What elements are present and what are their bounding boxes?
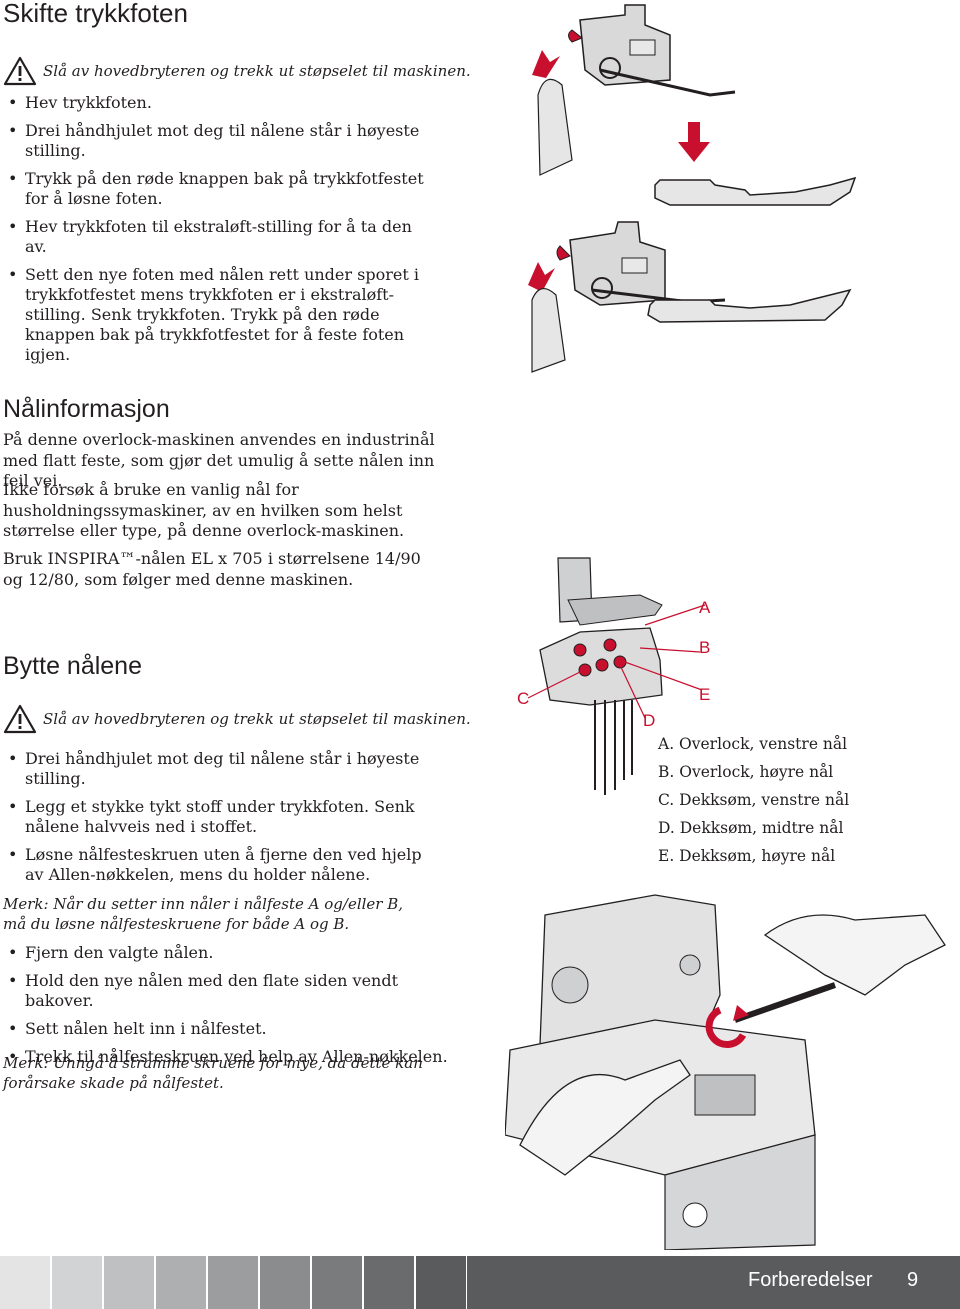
change-needle-steps-2: Fjern den valgte nålen. Hold den nye nål… [3, 943, 463, 1067]
needle-holder-illustration [527, 557, 706, 795]
label-d: D [643, 711, 656, 730]
finger-icon [531, 288, 566, 373]
presser-foot-illustration [528, 4, 857, 373]
legend-item: A. Overlock, venstre nål [658, 735, 848, 753]
footer-block [416, 1256, 466, 1309]
machine-illustration [505, 894, 946, 1250]
list-item: Hold den nye nålen med den flate siden v… [3, 971, 463, 1011]
footer-page-number: 9 [907, 1269, 919, 1291]
paragraph: Bruk INSPIRA™-nålen EL x 705 i størrelse… [3, 549, 421, 589]
foot-mount-top [568, 4, 736, 97]
list-item: Trekk til nålfesteskruen ved help av All… [3, 1047, 463, 1067]
finger-icon [537, 78, 573, 176]
section-title-change-presser-foot: Skifte trykkfoten [3, 0, 188, 28]
arrow-up-icon [532, 50, 560, 78]
note: Merk: Når du setter inn nåler i nålfeste… [3, 895, 404, 933]
list-item: Trykk på den røde knappen bak på trykkfo… [3, 169, 433, 209]
arrow-up-icon [528, 262, 555, 292]
presser-foot-loose [654, 176, 857, 206]
list-item: Drei håndhjulet mot deg til nålene står … [3, 121, 433, 161]
warning-text: Slå av hovedbryteren og trekk ut støpsel… [43, 62, 471, 80]
footer-bar: Forberedelser 9 [467, 1256, 960, 1309]
change-needle-steps: Drei håndhjulet mot deg til nålene står … [3, 749, 433, 885]
presser-foot-steps: Hev trykkfoten. Drei håndhjulet mot deg … [3, 93, 433, 365]
list-item: Drei håndhjulet mot deg til nålene står … [3, 749, 433, 789]
label-c: C [517, 689, 530, 708]
warning-line: Slå av hovedbryteren og trekk ut støpsel… [3, 56, 471, 86]
footer-block [312, 1256, 362, 1309]
list-item: Løsne nålfesteskruen uten å fjerne den v… [3, 845, 433, 885]
label-a: A [699, 598, 711, 617]
list-item: Sett nålen helt inn i nålfestet. [3, 1019, 463, 1039]
warning-text: Slå av hovedbryteren og trekk ut støpsel… [43, 710, 471, 728]
list-item: Hev trykkfoten til ekstraløft-stilling f… [3, 217, 433, 257]
legend-item: E. Dekksøm, høyre nål [658, 847, 836, 865]
list-item: Fjern den valgte nålen. [3, 943, 463, 963]
footer-block [364, 1256, 414, 1309]
arrow-down-icon [678, 122, 710, 162]
footer-color-blocks [0, 1256, 470, 1309]
footer-block [104, 1256, 154, 1309]
footer-block [0, 1256, 50, 1309]
legend-item: D. Dekksøm, midtre nål [658, 819, 844, 837]
note: Merk: Unngå å stramme skruene for mye, d… [3, 1054, 423, 1092]
warning-icon [3, 56, 37, 86]
footer-block [52, 1256, 102, 1309]
footer-block [260, 1256, 310, 1309]
footer-block [156, 1256, 206, 1309]
label-e: E [699, 685, 711, 704]
paragraph: Ikke forsøk å bruke en vanlig nål for hu… [3, 480, 405, 540]
section-title-change-needles: Bytte nålene [3, 652, 142, 680]
label-b: B [699, 638, 711, 657]
list-item: Sett den nye foten med nålen rett under … [3, 265, 433, 365]
needle-legend: A. Overlock, venstre nål B. Overlock, hø… [658, 730, 849, 870]
paragraph: På denne overlock-maskinen anvendes en i… [3, 430, 435, 490]
footer-chapter: Forberedelser [748, 1269, 873, 1291]
legend-item: C. Dekksøm, venstre nål [658, 791, 850, 809]
section-title-needle-info: Nålinformasjon [3, 395, 170, 423]
legend-item: B. Overlock, høyre nål [658, 763, 834, 781]
warning-icon [3, 704, 37, 734]
list-item: Hev trykkfoten. [3, 93, 433, 113]
foot-mount-bottom [556, 221, 852, 323]
footer-block [208, 1256, 258, 1309]
warning-line: Slå av hovedbryteren og trekk ut støpsel… [3, 704, 471, 734]
list-item: Legg et stykke tykt stoff under trykkfot… [3, 797, 433, 837]
